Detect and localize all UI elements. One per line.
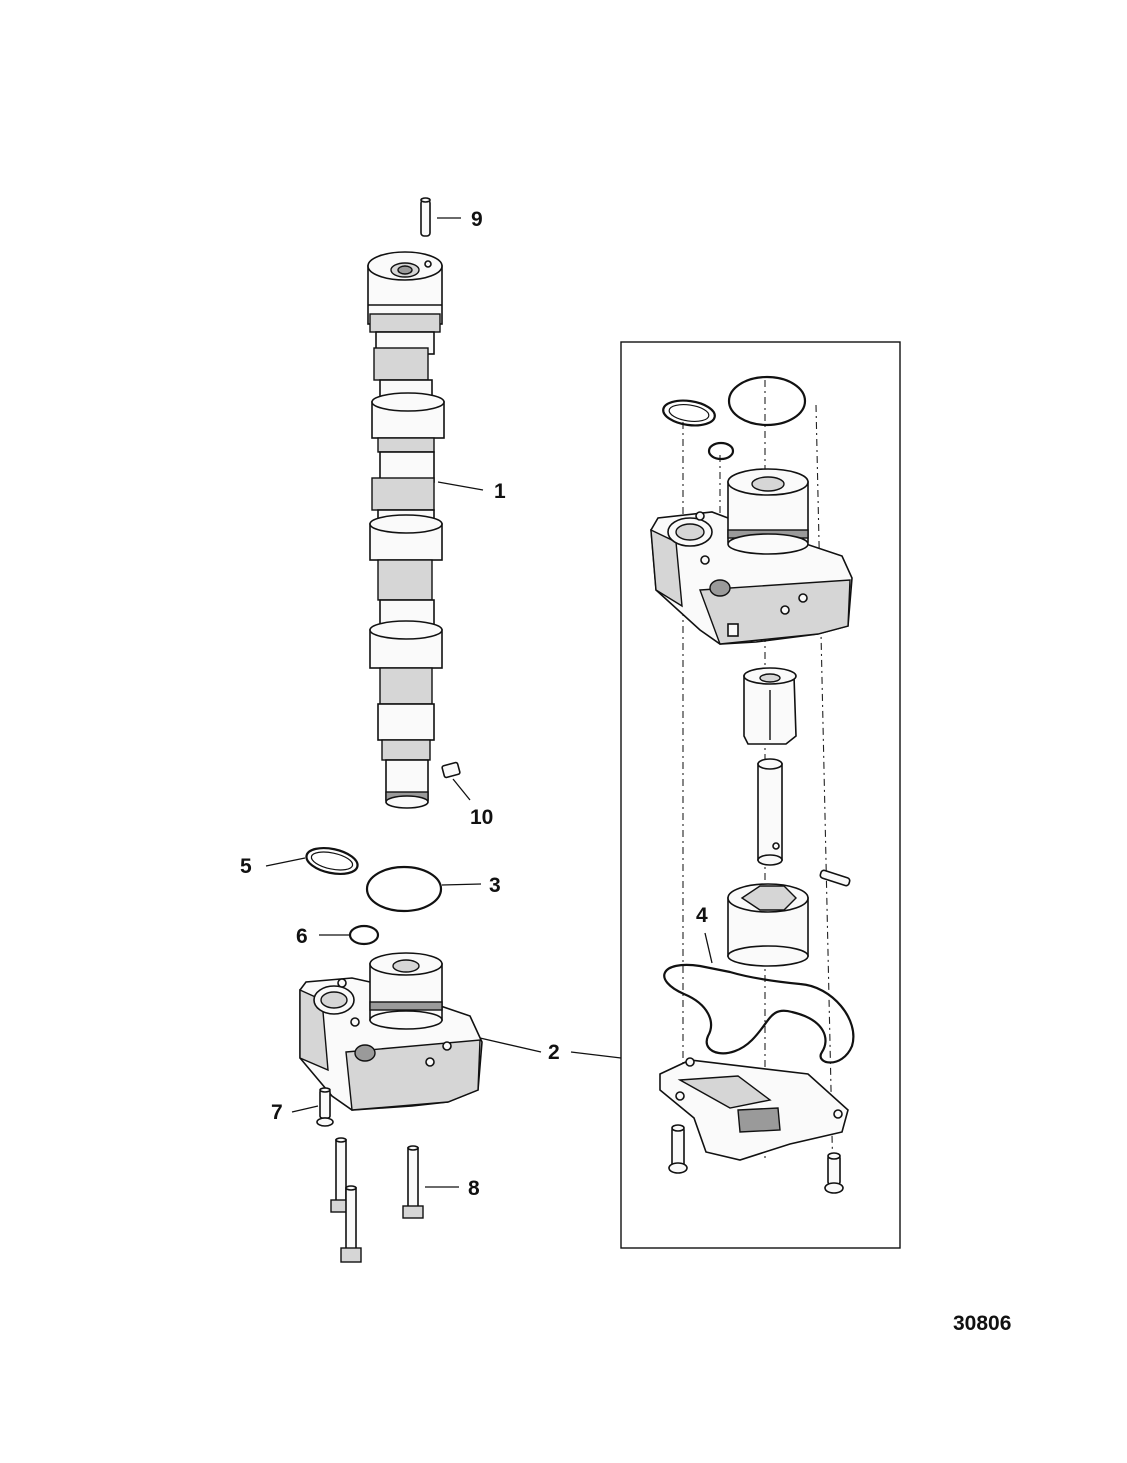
leader-5: [265, 857, 306, 867]
figure-id: 30806: [953, 1312, 1011, 1335]
leader-lines: [265, 217, 713, 1188]
part-3-o-ring: [365, 865, 443, 913]
callout-7: 7: [271, 1101, 283, 1124]
callout-10: 10: [470, 806, 493, 829]
leader-10: [452, 778, 471, 801]
callout-9: 9: [471, 208, 483, 231]
part-9-dowel-pin: [420, 197, 431, 237]
leader-3: [441, 883, 482, 886]
exploded-inset: [620, 341, 901, 1249]
callout-2: 2: [548, 1041, 560, 1064]
part-2-oil-pump: [299, 952, 483, 1111]
part-10-key: [441, 761, 461, 779]
leader-7: [291, 1105, 319, 1113]
part-5-oval-seal: [305, 846, 359, 876]
callout-4: 4: [696, 904, 708, 927]
callout-1: 1: [494, 480, 506, 503]
leader-4: [704, 932, 713, 964]
part-1-camshaft: [367, 251, 445, 809]
callout-3: 3: [489, 874, 501, 897]
part-6-small-o-ring: [348, 924, 380, 946]
leader-2-inset: [570, 1051, 622, 1059]
callout-6: 6: [296, 925, 308, 948]
part-8-bolts: [330, 1137, 424, 1263]
callout-8: 8: [468, 1177, 480, 1200]
leader-1: [437, 481, 484, 491]
callout-labels: 9 1 10 5 3 6 4 2 7 8 30806: [240, 208, 1011, 1335]
callout-5: 5: [240, 855, 252, 878]
part-7-screw: [316, 1087, 334, 1127]
leader-2: [479, 1037, 542, 1053]
